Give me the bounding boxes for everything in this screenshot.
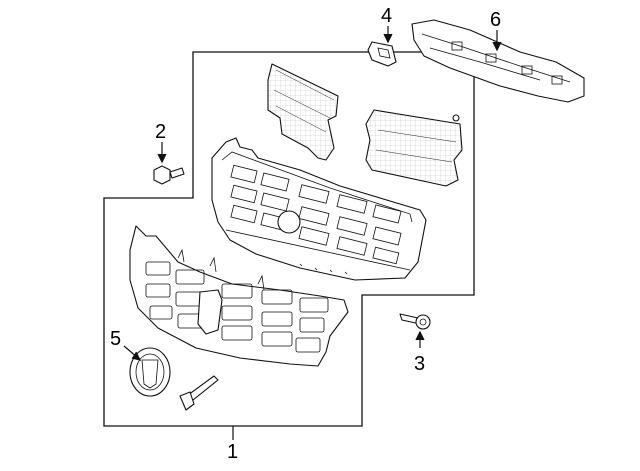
upper-grille-assembly — [211, 137, 427, 281]
stud-pin — [179, 375, 219, 411]
callout-2: 2 — [155, 121, 166, 143]
callout-6: 6 — [490, 9, 501, 31]
callout-3: 3 — [414, 353, 425, 375]
left-mesh-screen — [267, 63, 339, 161]
right-mesh-screen — [365, 109, 463, 187]
screw-part-3 — [399, 313, 431, 330]
bolt-part-2 — [153, 165, 185, 185]
leader-lines — [123, 26, 502, 440]
assembly-outline — [103, 51, 475, 427]
front-grille — [129, 225, 349, 367]
callout-5: 5 — [110, 328, 121, 350]
callout-4: 4 — [381, 5, 392, 27]
bracket-part-6 — [411, 19, 585, 103]
clip-part-4 — [367, 41, 397, 67]
callout-1: 1 — [227, 441, 238, 463]
